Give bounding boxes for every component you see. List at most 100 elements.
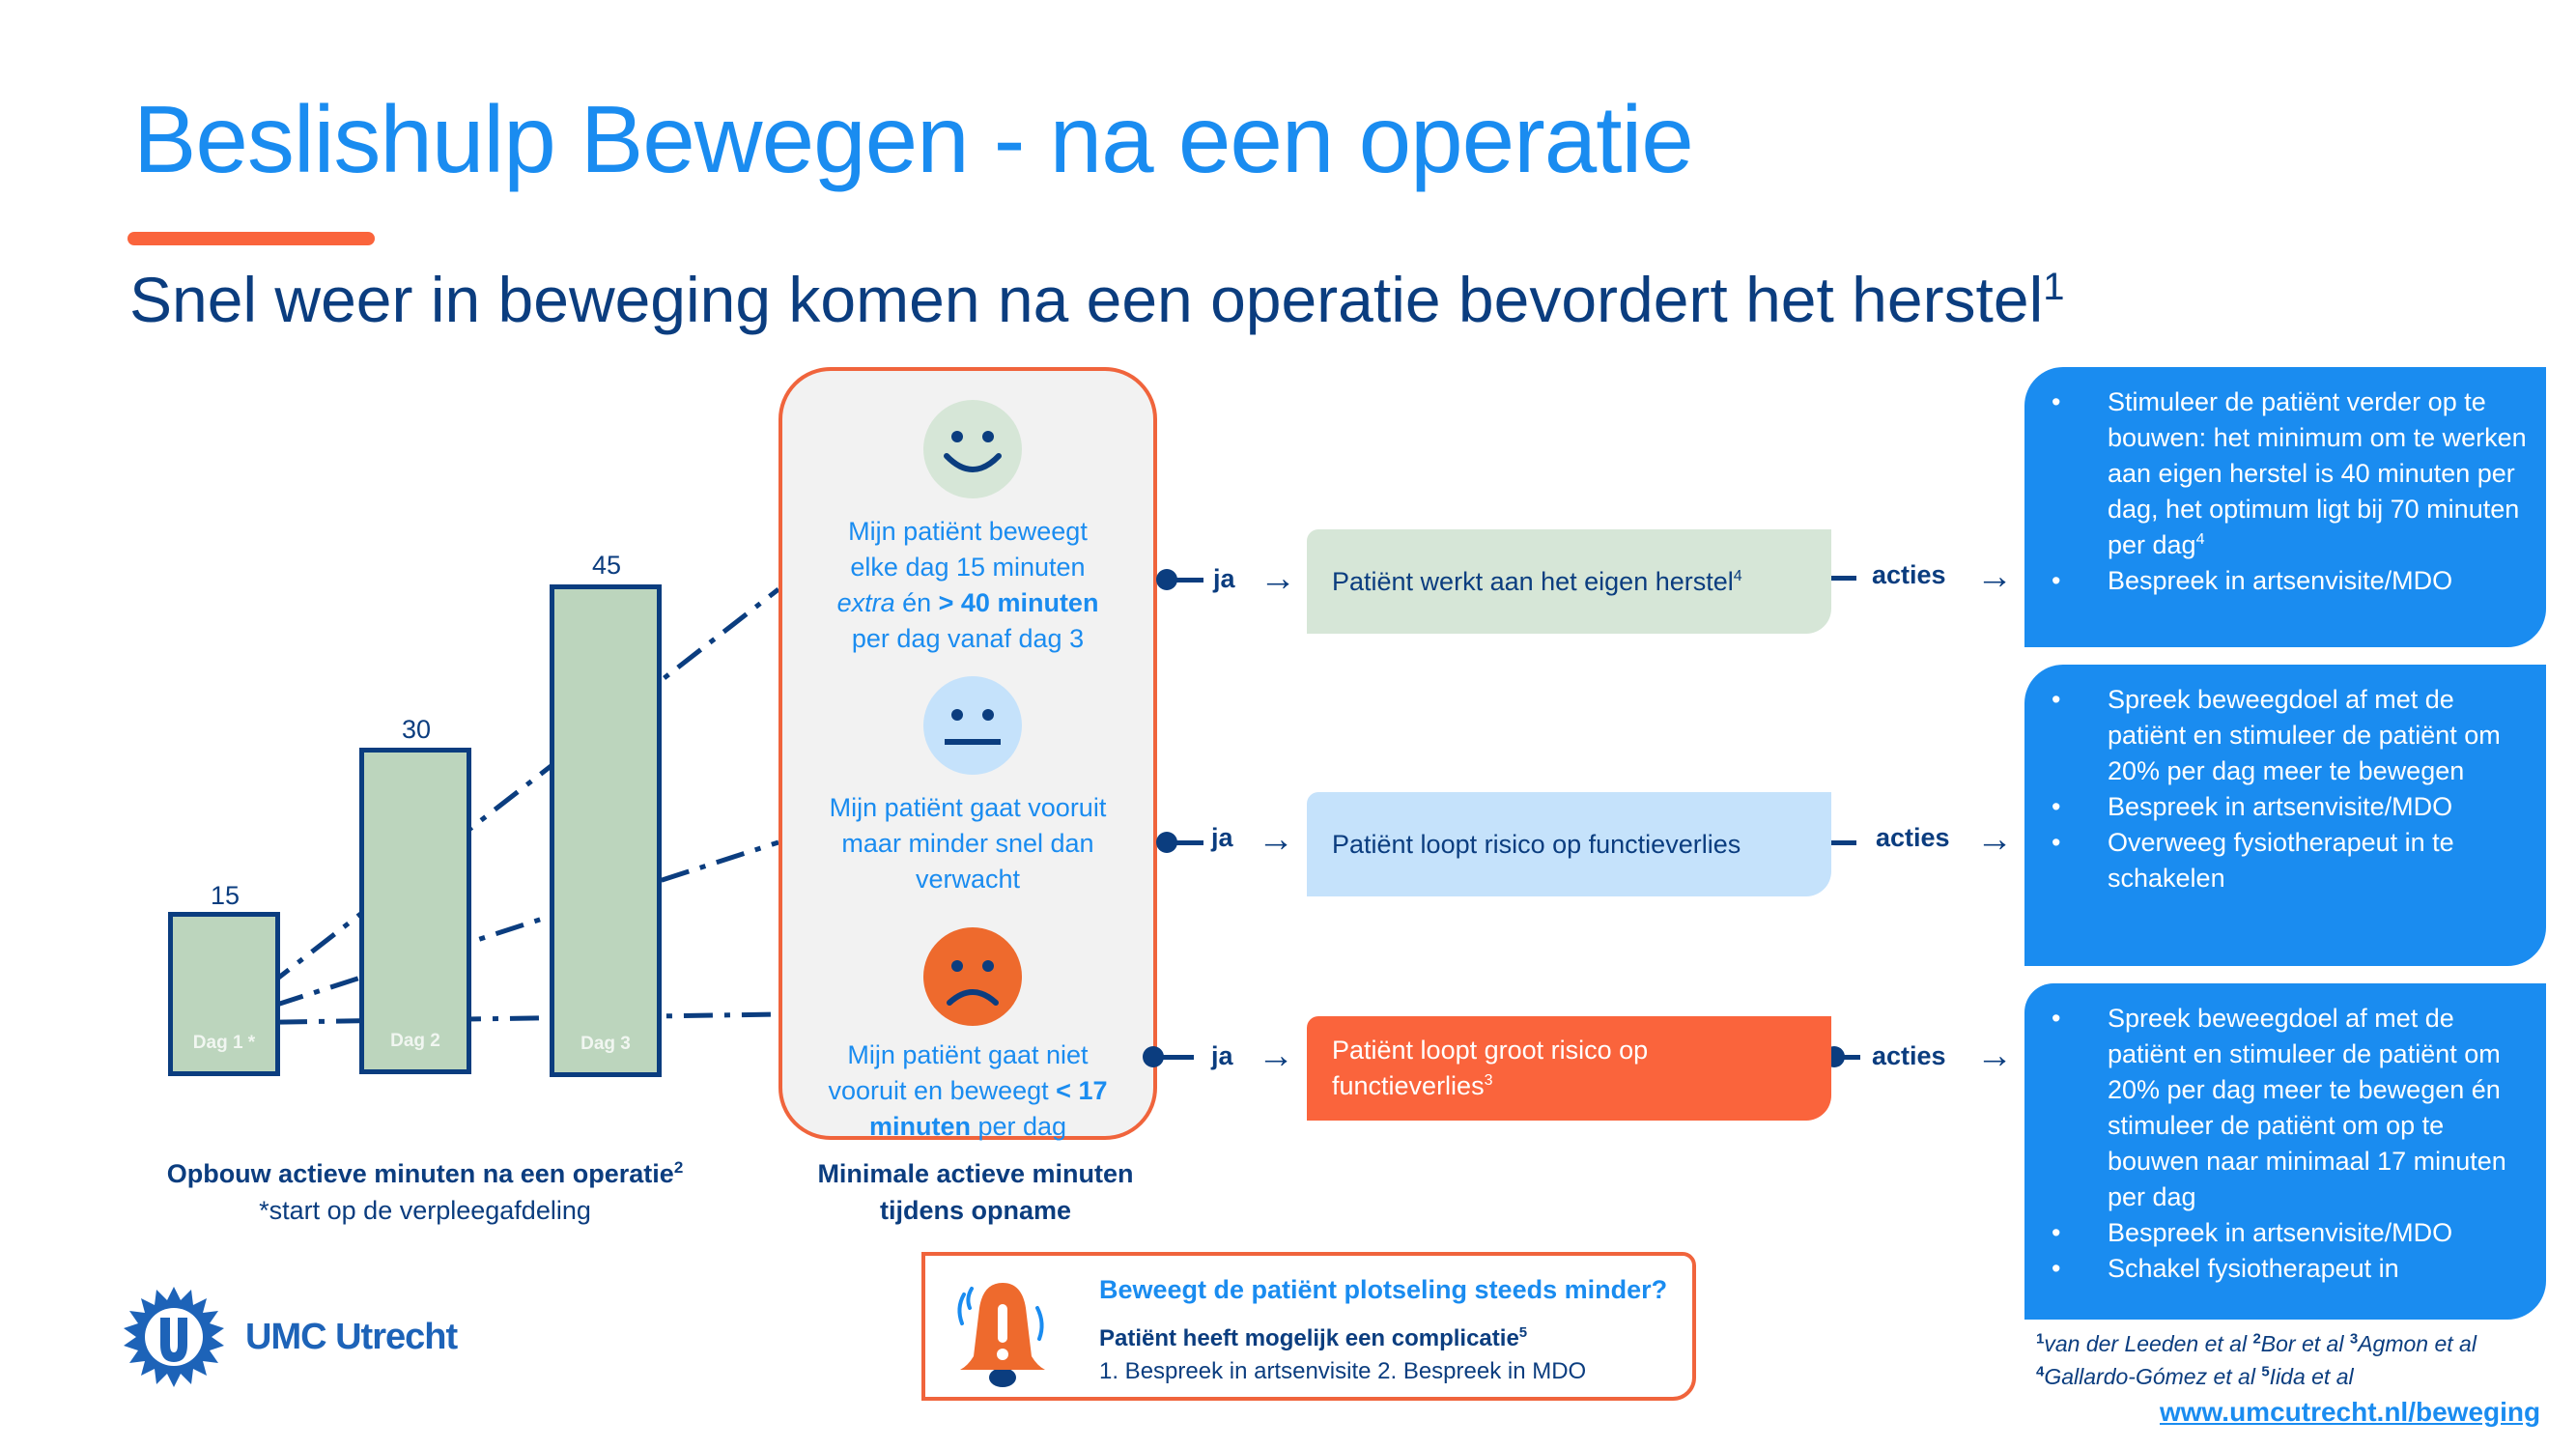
actions-list: Spreek beweegdoel af met de patiënt en s… <box>2052 682 2527 896</box>
condition-good: Mijn patiënt beweegt elke dag 15 minuten… <box>792 514 1144 657</box>
action-item-text: Stimuleer de patiënt verder op te bouwen… <box>2108 387 2527 559</box>
arrow-right-icon: → <box>1976 1036 2013 1076</box>
action-item-text: Schakel fysiotherapeut in <box>2108 1254 2399 1283</box>
connector-dot <box>1156 569 1177 590</box>
action-item: Stimuleer de patiënt verder op te bouwen… <box>2052 384 2527 563</box>
condition-good-threshold: > 40 minuten <box>938 588 1099 617</box>
actions-list: Spreek beweegdoel af met de patiënt en s… <box>2052 1001 2527 1287</box>
action-item-ref: 4 <box>2195 531 2205 548</box>
connector-dot <box>1156 832 1177 853</box>
condition-poor-line2: vooruit en beweegt < 17 <box>792 1073 1144 1109</box>
action-item: Schakel fysiotherapeut in <box>2052 1251 2527 1287</box>
action-item-text: Bespreek in artsenvisite/MDO <box>2108 566 2453 595</box>
references-line-2: 4Gallardo-Gómez et al 5Iida et al <box>2036 1360 2477 1393</box>
connector-dot <box>1143 1046 1164 1067</box>
bar-label-day2: Dag 2 <box>390 1031 440 1051</box>
bar-day2: Dag 2 <box>359 748 471 1074</box>
ref-text: Gallardo-Gómez et al <box>2044 1364 2262 1389</box>
neutral-face-icon <box>923 676 1022 775</box>
connector-line <box>1835 1055 1860 1060</box>
condition-poor-line1: Mijn patiënt gaat niet <box>847 1040 1089 1069</box>
condition-poor-line3: minuten per dag <box>792 1109 1144 1145</box>
condition-good-line2: elke dag 15 minuten <box>850 553 1086 582</box>
arrow-right-icon: → <box>1258 819 1294 860</box>
status-ref: 3 <box>1484 1072 1493 1089</box>
action-item: Spreek beweegdoel af met de patiënt en s… <box>2052 1001 2527 1215</box>
condition-poor: Mijn patiënt gaat niet vooruit en beweeg… <box>792 1037 1144 1145</box>
actions-list: Stimuleer de patiënt verder op te bouwen… <box>2052 384 2527 599</box>
connector-line <box>1169 578 1203 582</box>
subtitle-ref: 1 <box>2043 266 2065 308</box>
status-high-risk-text: Patiënt loopt groot risico op functiever… <box>1332 1033 1699 1104</box>
chart-caption-ref: 2 <box>673 1158 684 1177</box>
happy-face-icon <box>923 400 1022 498</box>
action-item: Bespreek in artsenvisite/MDO <box>2052 789 2527 825</box>
arrow-right-icon: → <box>1976 556 2013 597</box>
condition-poor-per-day: per dag <box>970 1112 1067 1141</box>
ref-number: 4 <box>2036 1363 2045 1380</box>
website-link[interactable]: www.umcutrecht.nl/beweging <box>2160 1397 2541 1427</box>
arrow-right-icon: → <box>1258 1036 1294 1076</box>
condition-good-line1: Mijn patiënt beweegt <box>848 517 1088 546</box>
umc-utrecht-logo: UMC Utrecht <box>122 1285 458 1389</box>
actions-box-recovering: Stimuleer de patiënt verder op te bouwen… <box>2024 367 2546 647</box>
sun-u-logo-icon <box>124 1287 224 1387</box>
conditions-caption: Minimale actieve minuten tijdens opname <box>817 1159 1134 1225</box>
condition-moderate-line2: maar minder snel dan <box>841 829 1094 858</box>
alert-complication-ref: 5 <box>1518 1324 1528 1341</box>
bar-label-day3: Dag 3 <box>580 1034 631 1054</box>
bar-day3: Dag 3 <box>550 584 662 1077</box>
bar-day1: Dag 1 * <box>168 912 280 1076</box>
action-item-text: Spreek beweegdoel af met de patiënt en s… <box>2108 1004 2506 1211</box>
condition-good-extra: extra <box>836 588 895 617</box>
condition-good-line4: per dag vanaf dag 3 <box>851 624 1085 653</box>
action-item: Overweeg fysiotherapeut in te schakelen <box>2052 825 2527 896</box>
subtitle-text: Snel weer in beweging komen na een opera… <box>129 264 2044 335</box>
page-subtitle: Snel weer in beweging komen na een opera… <box>129 263 2065 336</box>
connector-line <box>1822 840 1856 845</box>
chart-caption-title-text: Opbouw actieve minuten na een operatie <box>166 1159 674 1188</box>
connector-line <box>1155 1055 1194 1060</box>
actions-box-at-risk: Spreek beweegdoel af met de patiënt en s… <box>2024 665 2546 966</box>
ref-number: 1 <box>2036 1330 2045 1348</box>
condition-poor-line2-text: vooruit en beweegt <box>828 1076 1057 1105</box>
status-text: Patiënt loopt groot risico op functiever… <box>1332 1036 1649 1100</box>
status-ref: 4 <box>1733 567 1742 584</box>
action-item: Spreek beweegdoel af met de patiënt en s… <box>2052 682 2527 789</box>
status-at-risk-text: Patiënt loopt risico op functieverlies <box>1332 827 1741 863</box>
condition-moderate-line1: Mijn patiënt gaat vooruit <box>829 793 1107 822</box>
bar-value-day2: 30 <box>401 715 432 744</box>
alarm-bell-icon <box>957 1283 1045 1387</box>
status-text: Patiënt werkt aan het eigen herstel <box>1332 566 1734 596</box>
ref-text: Iida et al <box>2269 1364 2354 1389</box>
page-title: Beslishulp Bewegen - na een operatie <box>133 86 1694 192</box>
ref-number: 3 <box>2349 1330 2359 1348</box>
action-item: Bespreek in artsenvisite/MDO <box>2052 563 2527 599</box>
connector-line <box>1169 840 1203 845</box>
yes-label: ja <box>1213 564 1235 593</box>
references-line-1: 1van der Leeden et al 2Bor et al 3Agmon … <box>2036 1327 2477 1360</box>
condition-good-and: én <box>894 588 939 617</box>
alert-complication-text: Patiënt heeft mogelijk een complicatie <box>1099 1325 1519 1351</box>
chart-caption-note: *start op de verpleegafdeling <box>259 1196 591 1225</box>
conditions-panel: Mijn patiënt beweegt elke dag 15 minuten… <box>778 367 1157 1141</box>
actions-label: acties <box>1872 1041 1946 1070</box>
condition-good-line3: extra én > 40 minuten <box>792 585 1144 621</box>
action-item-text: Bespreek in artsenvisite/MDO <box>2108 792 2453 821</box>
actions-label: acties <box>1872 560 1946 589</box>
chart-caption: Opbouw actieve minuten na een operatie2 … <box>135 1155 715 1229</box>
actions-box-high-risk: Spreek beweegdoel af met de patiënt en s… <box>2024 983 2546 1320</box>
arrow-right-icon: → <box>1260 558 1296 599</box>
actions-label: acties <box>1876 823 1950 852</box>
condition-moderate: Mijn patiënt gaat vooruit maar minder sn… <box>792 790 1144 897</box>
references: 1van der Leeden et al 2Bor et al 3Agmon … <box>2036 1327 2477 1393</box>
alert-steps: 1. Bespreek in artsenvisite 2. Bespreek … <box>1099 1358 1587 1384</box>
alert-complication: Patiënt heeft mogelijk een complicatie5 <box>1099 1325 1527 1352</box>
ref-number: 5 <box>2261 1363 2270 1380</box>
action-item-text: Overweeg fysiotherapeut in te schakelen <box>2108 828 2454 893</box>
condition-poor-threshold: < 17 <box>1056 1076 1108 1105</box>
bar-label-day1: Dag 1 * <box>192 1033 256 1053</box>
ref-text: Agmon et al <box>2358 1331 2477 1356</box>
status-at-risk: Patiënt loopt risico op functieverlies <box>1307 792 1831 896</box>
logo-text: UMC Utrecht <box>245 1316 458 1357</box>
